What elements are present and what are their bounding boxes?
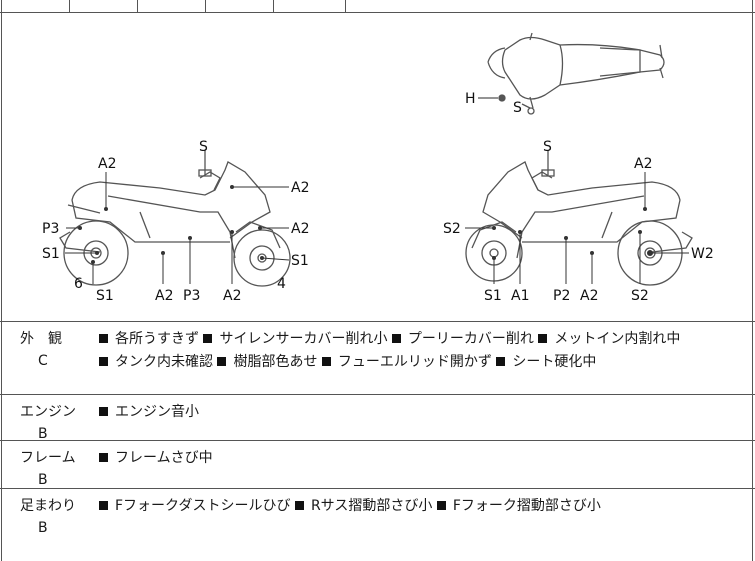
section-category: 外 観 C — [20, 328, 90, 372]
diagram-label-s: S — [513, 100, 522, 116]
diagram-label-a2: A2 — [291, 221, 309, 237]
diagram-label-p3: P3 — [42, 221, 59, 237]
diagram-label-a2: A2 — [634, 156, 652, 172]
bullet-square-icon — [294, 500, 304, 510]
diagram-label-a2: A2 — [291, 180, 309, 196]
header-row — [0, 0, 755, 13]
diagram-label-s2: S2 — [443, 221, 461, 237]
section-engine: エンジン B エンジン音小 — [0, 395, 755, 442]
diagram-label-s1: S1 — [291, 253, 309, 269]
bullet-square-icon — [436, 500, 446, 510]
list-item: サイレンサーカバー削れ小 — [203, 331, 387, 347]
diagram-label-s2: S2 — [631, 288, 649, 304]
scooter-left-view — [59, 150, 291, 287]
diagram-label-w2: W2 — [691, 246, 714, 262]
bullet-square-icon — [99, 406, 108, 416]
header-cell — [138, 0, 206, 12]
diagram-label-6: 6 — [74, 276, 83, 292]
list-item: 樹脂部色あせ — [217, 354, 317, 370]
list-item: Fフォークダストシールひび — [99, 498, 291, 514]
diagram-label-a1: A1 — [511, 288, 529, 304]
item-list: Fフォークダストシールひび Rサス摺動部さび小 Fフォーク摺動部さび小 — [99, 495, 749, 518]
damage-diagram: H S — [0, 12, 755, 322]
category-name: 外 観 — [20, 331, 62, 347]
list-item: Fフォーク摺動部さび小 — [436, 498, 601, 514]
item-list: フレームさび中 — [99, 447, 749, 470]
section-suspension: 足まわり B Fフォークダストシールひび Rサス摺動部さび小 Fフォーク摺動部さ… — [0, 489, 755, 561]
list-item: タンク内未確認 — [99, 354, 213, 370]
diagram-label-a2: A2 — [223, 288, 241, 304]
bullet-square-icon — [321, 356, 331, 366]
diagram-label-s: S — [199, 139, 208, 155]
section-frame: フレーム B フレームさび中 — [0, 441, 755, 489]
diagram-label-s1: S1 — [484, 288, 502, 304]
header-cell — [70, 0, 138, 12]
diagram-label-a2: A2 — [155, 288, 173, 304]
item-list: エンジン音小 — [99, 401, 749, 424]
category-grade: B — [38, 426, 48, 442]
bullet-square-icon — [99, 452, 108, 462]
diagram-label-p2: P2 — [553, 288, 570, 304]
category-name: 足まわり — [20, 498, 76, 514]
item-list: 各所うすきず サイレンサーカバー削れ小 プーリーカバー削れ メットイン内割れ中 … — [99, 328, 749, 374]
bullet-square-icon — [217, 356, 227, 366]
diagram-label-4: 4 — [277, 276, 286, 292]
section-exterior: 外 観 C 各所うすきず サイレンサーカバー削れ小 プーリーカバー削れ メットイ… — [0, 322, 755, 395]
bullet-square-icon — [391, 333, 401, 343]
diagram-label-s1: S1 — [96, 288, 114, 304]
scooter-diagrams: H S — [42, 32, 714, 304]
list-item: フューエルリッド開かず — [321, 354, 492, 370]
section-category: 足まわり B — [20, 495, 90, 539]
list-item: シート硬化中 — [496, 354, 596, 370]
list-item: エンジン音小 — [99, 404, 199, 420]
scooter-right-view — [465, 150, 693, 286]
bullet-square-icon — [538, 333, 548, 343]
bullet-square-icon — [99, 333, 108, 343]
category-name: フレーム — [20, 450, 76, 466]
category-name: エンジン — [20, 404, 76, 420]
scooter-top-view — [478, 32, 665, 115]
category-grade: B — [38, 520, 48, 536]
diagram-label-s: S — [543, 139, 552, 155]
bullet-square-icon — [496, 356, 506, 366]
section-category: フレーム B — [20, 447, 90, 491]
header-cell — [274, 0, 346, 12]
list-item: メットイン内割れ中 — [538, 331, 680, 347]
section-category: エンジン B — [20, 401, 90, 445]
bullet-square-icon — [203, 333, 213, 343]
list-item: Rサス摺動部さび小 — [294, 498, 432, 514]
category-grade: B — [38, 472, 48, 488]
list-item: フレームさび中 — [99, 450, 213, 466]
header-cell — [206, 0, 274, 12]
bullet-square-icon — [99, 356, 108, 366]
diagram-label-p3: P3 — [183, 288, 200, 304]
diagram-label-a2: A2 — [580, 288, 598, 304]
diagram-label-a2: A2 — [98, 156, 116, 172]
diagram-label-h: H — [465, 91, 476, 107]
list-item: プーリーカバー削れ — [391, 331, 534, 347]
header-cell — [0, 0, 70, 12]
list-item: 各所うすきず — [99, 331, 199, 347]
bullet-square-icon — [99, 500, 108, 510]
diagram-label-s1: S1 — [42, 246, 60, 262]
category-grade: C — [38, 353, 48, 369]
